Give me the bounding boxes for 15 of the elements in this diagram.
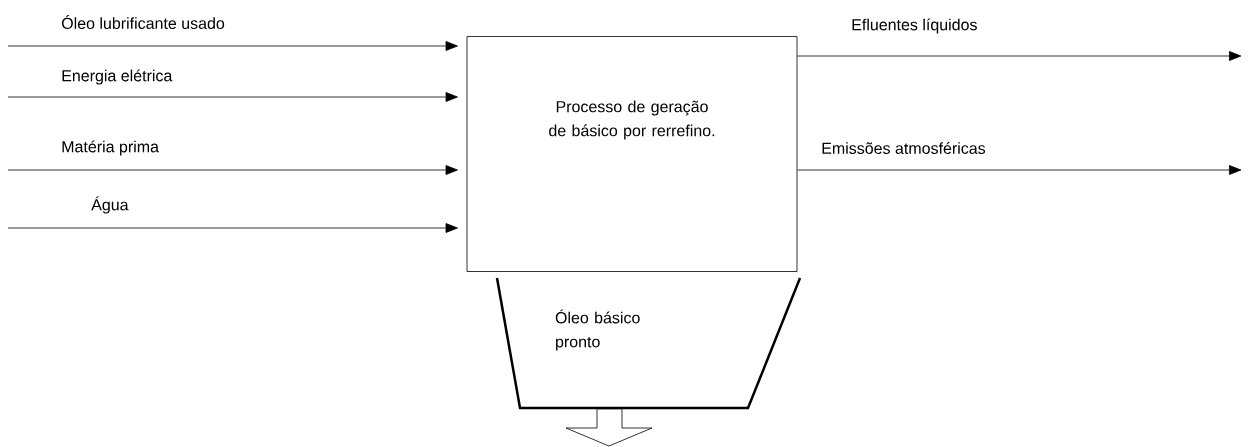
edge-label: Óleo lubrificante usado (61, 15, 225, 29)
edge-label: Água (91, 196, 129, 214)
arrow (797, 165, 1242, 175)
arrow (7, 92, 458, 102)
edge-label: Matéria prima (62, 140, 159, 156)
process-label: Processo de geração de básico por rerrefino. (549, 100, 715, 140)
arrow (7, 223, 458, 233)
edge-label: Efluentes líquidos (852, 18, 977, 34)
arrow (7, 165, 458, 175)
block-arrow (565, 408, 653, 447)
edge-label: Emissões atmosféricas (822, 142, 986, 154)
process-box (466, 36, 798, 272)
edge-label: Energia elétrica (62, 69, 173, 85)
arrow (7, 41, 458, 51)
arrow (797, 51, 1242, 61)
